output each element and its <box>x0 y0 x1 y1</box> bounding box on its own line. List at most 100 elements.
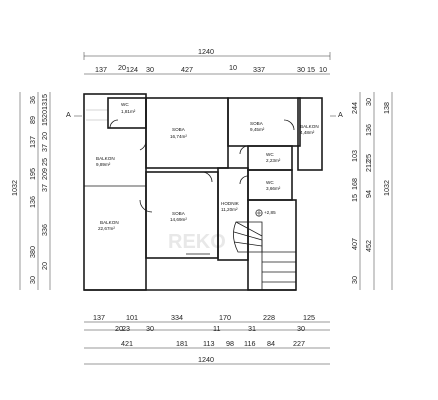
bottom-row2-dim-5: 84 <box>267 339 275 348</box>
right-dimensions: 138 136 244 30 25 103 212 168 15 94 407 … <box>350 92 393 290</box>
top-dim-9: 10 <box>319 65 327 74</box>
left-dim-0: 36 <box>28 96 37 104</box>
left-dim-6: 137 <box>28 136 37 148</box>
svg-text:22,67m²: 22,67m² <box>98 226 115 231</box>
top-dim-3: 30 <box>146 65 154 74</box>
left-dim-3: 20 <box>40 110 49 118</box>
bottom-small-dim-3: 11 <box>213 324 220 333</box>
svg-text:+2,85: +2,85 <box>264 210 276 215</box>
right-dim-7: 168 <box>350 178 359 190</box>
svg-text:WC: WC <box>121 102 129 107</box>
top-dim-4: 427 <box>181 65 193 74</box>
section-mark-left: A <box>66 110 71 119</box>
svg-text:BALKON: BALKON <box>96 156 115 161</box>
left-dim-11: 9 <box>40 168 49 172</box>
level-mark: +2,85 <box>255 209 276 217</box>
section-marks: A A <box>66 110 343 119</box>
top-dim-6: 337 <box>253 65 265 74</box>
bottom-small-dim-1: 23 <box>122 324 130 333</box>
bottom-total-dim: 1240 <box>198 355 214 364</box>
svg-text:2,23m²: 2,23m² <box>266 158 281 163</box>
left-dim-15: 336 <box>40 224 49 236</box>
left-dim-16: 380 <box>28 246 37 258</box>
top-dim-8: 15 <box>307 65 315 74</box>
svg-text:9,45m²: 9,45m² <box>250 127 265 132</box>
room-hodnik: HODNIK 11,20m² <box>221 201 240 212</box>
room-labels: WC 1,81m² SOBA 16,74m² SOBA 9,45m² BALKO… <box>96 102 319 231</box>
right-dim-12: 30 <box>350 276 359 284</box>
right-dim-5: 103 <box>350 150 359 162</box>
svg-text:14,69m²: 14,69m² <box>170 217 187 222</box>
left-dim-17: 20 <box>40 262 49 270</box>
right-dim-1: 136 <box>364 124 373 136</box>
left-dim-9: 195 <box>28 168 37 180</box>
left-dim-8: 37 <box>40 144 49 152</box>
bottom-row2-dim-6: 227 <box>293 339 305 348</box>
room-wc-3: WC 3,66m² <box>266 180 281 191</box>
room-wc-2: WC 2,23m² <box>266 152 281 163</box>
left-dim-5: 13 <box>40 102 49 110</box>
svg-text:SOBA: SOBA <box>172 127 186 132</box>
svg-text:9,89m²: 9,89m² <box>96 162 111 167</box>
bottom-small-dim-4: 31 <box>248 324 256 333</box>
top-dim-7: 30 <box>297 65 305 74</box>
left-dim-18: 30 <box>28 276 37 284</box>
right-dim-3: 30 <box>364 98 373 106</box>
svg-text:WC: WC <box>266 152 274 157</box>
left-dim-2: 89 <box>28 116 37 124</box>
bottom-dim-4: 228 <box>263 313 275 322</box>
watermark: REKO <box>168 231 226 253</box>
svg-text:3,66m²: 3,66m² <box>266 186 281 191</box>
left-dim-4: 15 <box>40 118 49 126</box>
right-dim-6: 212 <box>364 160 373 172</box>
bottom-dim-5: 125 <box>303 313 315 322</box>
room-soba-1: SOBA 16,74m² <box>170 127 187 139</box>
top-dim-5: 10 <box>229 63 237 72</box>
bottom-row2-dim-4: 116 <box>244 339 255 348</box>
left-dim-14: 136 <box>28 196 37 208</box>
left-dim-10: 25 <box>40 158 49 166</box>
svg-text:1,81m²: 1,81m² <box>121 109 136 114</box>
top-dim-2: 124 <box>126 65 138 74</box>
svg-text:4,48m²: 4,48m² <box>300 130 315 135</box>
bottom-row2-dim-1: 181 <box>176 339 188 348</box>
bottom-row2-dim-3: 98 <box>226 339 234 348</box>
bottom-small-dim-0: 20 <box>115 324 123 333</box>
bottom-small-dim-2: 30 <box>146 324 154 333</box>
left-dimensions: 1032 36 15 89 20 15 13 137 20 37 195 25 … <box>10 92 51 290</box>
left-dim-12: 20 <box>40 172 49 180</box>
svg-text:BALKON: BALKON <box>300 124 319 129</box>
walls <box>83 93 323 291</box>
right-dim-0: 138 <box>382 102 391 114</box>
svg-text:HODNIK: HODNIK <box>221 201 240 206</box>
svg-text:16,74m²: 16,74m² <box>170 134 187 139</box>
room-wc-1: WC 1,81m² <box>121 102 136 114</box>
bottom-row2-dim-2: 113 <box>203 339 214 348</box>
left-dim-13: 37 <box>40 184 49 192</box>
right-dim-10: 407 <box>350 238 359 250</box>
right-dim-9: 94 <box>364 190 373 198</box>
room-soba-3: SOBA 14,69m² <box>170 211 187 222</box>
left-dim-1: 15 <box>40 94 49 102</box>
right-dim-4: 25 <box>364 154 373 162</box>
section-mark-right: A <box>338 110 343 119</box>
bottom-dim-0: 137 <box>93 313 105 322</box>
svg-text:SOBA: SOBA <box>250 121 264 126</box>
bottom-dim-1: 101 <box>126 313 138 322</box>
right-dim-2: 244 <box>350 102 359 114</box>
svg-text:WC: WC <box>266 180 274 185</box>
room-balkon-1: BALKON 4,48m² <box>300 124 319 135</box>
bottom-dim-3: 170 <box>219 313 231 322</box>
left-total-dim: 1032 <box>10 180 19 196</box>
top-dim-1: 20 <box>118 63 126 72</box>
bottom-dimensions: 137 101 334 170 228 125 20 23 30 11 31 3… <box>84 313 330 365</box>
right-total-dim: 1032 <box>382 180 391 196</box>
svg-text:SOBA: SOBA <box>172 211 186 216</box>
left-dim-7: 20 <box>40 132 49 140</box>
bottom-row2-dim-0: 421 <box>121 339 133 348</box>
bottom-small-dim-5: 30 <box>297 324 305 333</box>
room-soba-2: SOBA 9,45m² <box>250 121 265 132</box>
svg-text:11,20m²: 11,20m² <box>221 207 238 212</box>
right-dim-11: 452 <box>364 240 373 252</box>
